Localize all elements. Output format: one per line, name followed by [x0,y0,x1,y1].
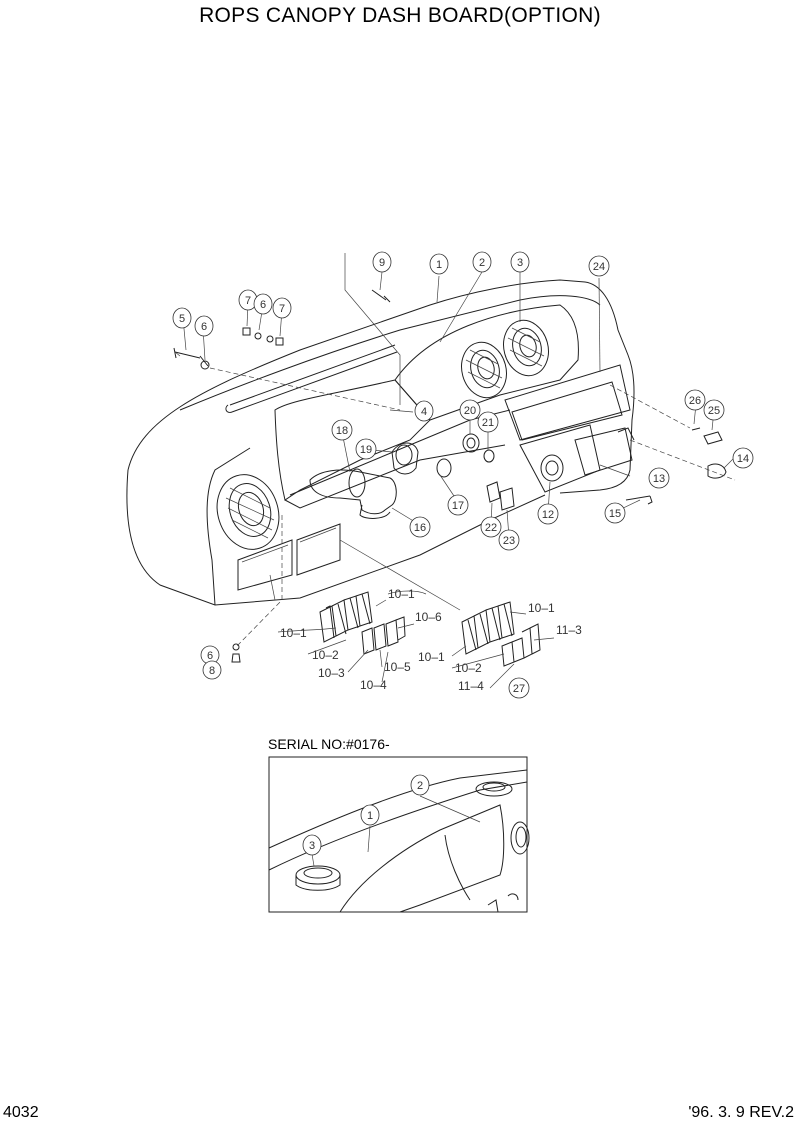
callout-17: 17 [447,494,469,516]
serial-inset: 1 2 3 [268,756,530,913]
callout-26: 26 [684,389,706,411]
callout-5: 5 [172,307,192,329]
svg-text:23: 23 [503,535,515,547]
page-number: 4032 [3,1104,39,1121]
ref-10-4: 10–4 [360,678,387,692]
callout-1: 1 [429,253,449,275]
svg-text:6: 6 [260,299,266,311]
svg-text:17: 17 [452,500,464,512]
svg-text:21: 21 [482,417,494,429]
svg-text:12: 12 [542,509,554,521]
ref-10-1: 10–1 [280,626,307,640]
svg-text:8: 8 [209,665,215,677]
callout-16: 16 [409,516,431,538]
svg-text:2: 2 [417,780,423,792]
svg-text:14: 14 [737,453,749,465]
callout-13: 13 [648,467,670,489]
svg-text:20: 20 [464,405,476,417]
gauge-right [503,319,549,377]
callout-4: 4 [414,400,434,422]
right-knob-and-plug [540,427,727,505]
svg-text:26: 26 [689,395,701,407]
svg-text:19: 19 [360,444,372,456]
callout-21: 21 [477,411,499,433]
callout-bubbles: 9 1 2 3 24 7 6 7 5 6 4 20 21 18 19 26 25… [172,251,754,699]
inset-callout-3: 3 [302,834,322,856]
ref-11-4: 11–4 [458,679,484,693]
ref-10-2: 10–2 [312,648,339,662]
dash-board-body [126,279,635,606]
callout-6: 6 [253,293,273,315]
ref-10-1: 10–1 [418,650,445,664]
callout-18: 18 [331,419,353,441]
callout-27: 27 [508,677,530,699]
callout-3: 3 [510,251,530,273]
air-vent-left [216,474,280,550]
revision-date: '96. 3. 9 REV.2 [688,1104,794,1121]
svg-text:7: 7 [245,295,251,307]
svg-text:3: 3 [309,840,315,852]
callout-6: 6 [194,315,214,337]
serial-number-label: SERIAL NO:#0176- [268,736,390,752]
svg-text:18: 18 [336,425,348,437]
svg-text:1: 1 [436,259,442,271]
inset-callout-1: 1 [360,804,380,826]
callout-12: 12 [537,503,559,525]
callout-2: 2 [472,251,492,273]
switch-ref-labels: 10–1 10–1 10–6 10–2 10–3 10–5 10–4 10–1 … [277,587,582,693]
svg-text:6: 6 [207,650,213,662]
column-duct [309,442,419,519]
callout-22: 22 [480,516,502,538]
callout-24: 24 [588,255,610,277]
callout-8: 8 [202,660,222,680]
fasteners [173,289,391,663]
svg-text:3: 3 [517,257,523,269]
ref-11-3: 11–3 [556,623,582,637]
ref-10-1: 10–1 [528,601,555,615]
console-switches [436,433,515,511]
inset-callout-2: 2 [410,774,430,796]
svg-text:16: 16 [414,522,426,534]
callout-20: 20 [459,399,481,421]
svg-text:27: 27 [513,683,525,695]
ref-10-5: 10–5 [384,660,411,674]
callout-15: 15 [604,502,626,524]
gauge-center [461,341,507,399]
svg-text:7: 7 [279,303,285,315]
callout-23: 23 [498,529,520,551]
svg-text:22: 22 [485,522,497,534]
svg-text:6: 6 [201,321,207,333]
svg-text:4: 4 [421,406,427,418]
ref-10-2: 10–2 [455,661,482,675]
svg-text:15: 15 [609,508,621,520]
switch-group-right [461,601,541,667]
ref-10-1: 10–1 [388,587,415,601]
svg-text:25: 25 [708,405,720,417]
svg-text:24: 24 [593,261,605,273]
svg-text:13: 13 [653,473,665,485]
page-title: ROPS CANOPY DASH BOARD(OPTION) [199,4,601,27]
ref-10-3: 10–3 [318,666,345,680]
svg-text:2: 2 [479,257,485,269]
callout-19: 19 [355,438,377,460]
callout-9: 9 [372,251,392,273]
svg-text:5: 5 [179,313,185,325]
ref-10-6: 10–6 [415,610,442,624]
callout-25: 25 [703,399,725,421]
svg-text:9: 9 [379,257,385,269]
callout-14: 14 [732,447,754,469]
svg-text:1: 1 [367,810,373,822]
callout-7: 7 [272,297,292,319]
